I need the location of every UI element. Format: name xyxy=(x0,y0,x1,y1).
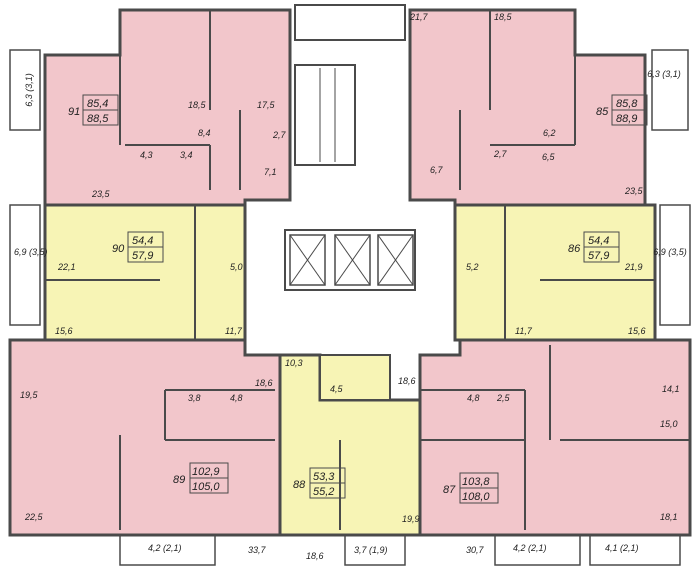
balcony-91 xyxy=(9,49,41,131)
balcony-area: 6,3 (3,1) xyxy=(647,69,681,79)
apartment-number-91: 91 xyxy=(68,106,80,118)
apartment-full-89: 105,0 xyxy=(192,481,220,493)
apartment-87-shape xyxy=(418,338,692,537)
room-area: 22,1 xyxy=(57,262,76,272)
room-area: 10,3 xyxy=(285,358,303,368)
room-area: 18,5 xyxy=(494,12,513,22)
room-area: 4,8 xyxy=(230,393,243,403)
room-area: 3,8 xyxy=(188,393,201,403)
room-area: 21,7 xyxy=(409,12,429,22)
room-area: 11,7 xyxy=(225,326,243,336)
apartment-total-89: 102,9 xyxy=(192,466,220,478)
room-area: 30,7 xyxy=(466,545,485,555)
balcony-87 xyxy=(494,534,581,566)
room-area: 19,5 xyxy=(20,390,39,400)
apartment-badge-88: 88 53,3 55,2 xyxy=(293,467,346,499)
building-core xyxy=(284,4,416,291)
room-area: 15,6 xyxy=(55,326,73,336)
apartment-badge-89: 89 102,9 105,0 xyxy=(173,462,229,494)
room-area: 14,1 xyxy=(662,384,680,394)
partitions xyxy=(45,10,690,530)
apartment-total-91: 85,4 xyxy=(87,98,108,110)
room-area: 4,3 xyxy=(140,150,153,160)
room-area: 15,6 xyxy=(628,326,646,336)
room-area: 18,1 xyxy=(660,512,678,522)
apartment-86-shape xyxy=(453,203,657,342)
balcony-90 xyxy=(9,204,41,326)
balcony-88 xyxy=(344,534,406,566)
room-area: 6,7 xyxy=(430,165,444,175)
apartment-total-88: 53,3 xyxy=(313,471,335,483)
apartment-full-86: 57,9 xyxy=(588,250,609,262)
room-area: 22,5 xyxy=(24,512,44,522)
apartment-total-90: 54,4 xyxy=(132,235,153,247)
stairwell xyxy=(294,64,356,166)
room-area: 4,8 xyxy=(467,393,480,403)
apartment-full-90: 57,9 xyxy=(132,250,153,262)
apartment-full-85: 88,9 xyxy=(616,113,637,125)
room-area-labels: 17,5 18,5 8,4 2,7 4,3 3,4 7,1 23,5 21,7 … xyxy=(20,12,680,561)
balcony-area: 6,3 (3,1) xyxy=(24,73,34,107)
room-area: 18,6 xyxy=(306,551,324,561)
balcony-area: 4,2 (2,1) xyxy=(148,543,182,553)
room-area: 5,2 xyxy=(466,262,479,272)
room-area: 15,0 xyxy=(660,419,678,429)
room-area: 23,5 xyxy=(624,186,644,196)
balcony-area: 4,1 (2,1) xyxy=(605,543,639,553)
apartment-badge-87: 87 103,8 108,0 xyxy=(443,472,499,504)
apartment-85-shape xyxy=(408,8,647,207)
apartment-90-shape xyxy=(43,203,247,342)
room-area: 23,5 xyxy=(91,189,111,199)
apartment-91-shape xyxy=(43,8,292,207)
balcony-labels: 6,3 (3,1) 6,3 (3,1) 6,9 (3,5) 6,9 (3,5) … xyxy=(14,69,687,555)
apartment-88-shape xyxy=(278,353,422,537)
balcony-89 xyxy=(119,534,216,566)
apartment-badge-86: 86 54,4 57,9 xyxy=(568,231,620,263)
room-area: 11,7 xyxy=(515,326,533,336)
room-area: 4,5 xyxy=(330,384,344,394)
apartment-total-85: 85,8 xyxy=(616,98,638,110)
room-area: 3,4 xyxy=(180,150,193,160)
room-area: 2,5 xyxy=(496,393,511,403)
apartment-number-87: 87 xyxy=(443,484,456,496)
room-area: 33,7 xyxy=(248,545,267,555)
room-area: 6,5 xyxy=(542,152,556,162)
room-area: 5,0 xyxy=(230,262,243,272)
balcony-87b xyxy=(589,534,681,566)
room-area: 2,7 xyxy=(493,149,508,159)
apartment-total-87: 103,8 xyxy=(462,476,490,488)
balcony-area: 4,2 (2,1) xyxy=(513,543,547,553)
apartment-number-88: 88 xyxy=(293,479,306,491)
room-area: 7,1 xyxy=(264,167,277,177)
room-area: 17,5 xyxy=(257,100,276,110)
room-area: 18,6 xyxy=(398,376,416,386)
apartment-number-86: 86 xyxy=(568,243,581,255)
room-area: 6,2 xyxy=(543,128,556,138)
room-area: 19,9 xyxy=(402,514,420,524)
elevator-shafts xyxy=(284,229,416,291)
apartment-full-91: 88,5 xyxy=(87,113,109,125)
balconies-shapes xyxy=(9,49,691,566)
apartment-total-86: 54,4 xyxy=(588,235,609,247)
room-area: 8,4 xyxy=(198,128,211,138)
apartment-full-88: 55,2 xyxy=(313,486,334,498)
apartment-number-90: 90 xyxy=(112,243,125,255)
room-area: 21,9 xyxy=(624,262,643,272)
apartment-badge-85: 85 85,8 88,9 xyxy=(596,94,648,126)
apartment-number-89: 89 xyxy=(173,474,185,486)
balcony-area: 3,7 (1,9) xyxy=(354,545,388,555)
apartment-number-85: 85 xyxy=(596,106,609,118)
room-area: 18,6 xyxy=(255,378,273,388)
balcony-86 xyxy=(659,204,691,326)
apartment-badge-90: 90 54,4 57,9 xyxy=(112,231,164,263)
balcony-85 xyxy=(651,49,689,131)
apartment-badge-91: 91 85,4 88,5 xyxy=(68,94,119,126)
room-area: 18,5 xyxy=(188,100,207,110)
room-area: 2,7 xyxy=(272,130,287,140)
balcony-area: 6,9 (3,5) xyxy=(14,247,48,257)
balcony-area: 6,9 (3,5) xyxy=(653,247,687,257)
apartment-full-87: 108,0 xyxy=(462,491,490,503)
apartment-89-shape xyxy=(8,338,282,537)
